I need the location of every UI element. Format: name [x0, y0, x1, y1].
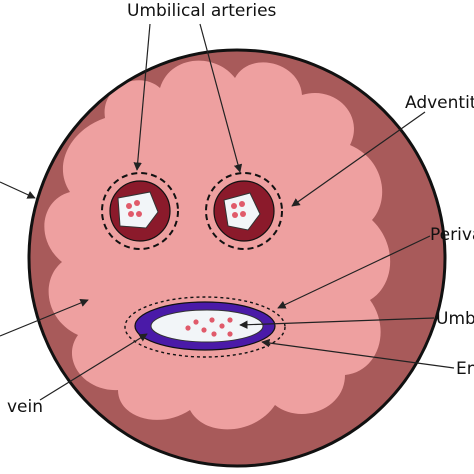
label-adventitia: Adventiti	[405, 93, 474, 113]
pointer-outer-layer	[0, 181, 36, 199]
label-vein: vein	[7, 397, 43, 417]
artery-lumen-left	[117, 191, 159, 229]
pointer-whartons-jelly	[0, 298, 89, 337]
blood-cell	[227, 331, 233, 337]
label-perivascular: Periva	[430, 225, 474, 245]
umbilical-artery-right	[205, 172, 283, 250]
perivascular-ring	[124, 296, 286, 358]
pointer-vein-lumen	[239, 317, 435, 329]
pointer-vein	[39, 333, 148, 401]
blood-cell	[227, 317, 233, 323]
blood-cell	[209, 317, 215, 323]
adventitia-ring-left	[101, 172, 179, 250]
whartons-jelly	[44, 60, 391, 430]
blood-cell	[239, 201, 245, 207]
umbilical-artery-left	[101, 172, 179, 250]
pointer-adventitia	[291, 111, 426, 207]
label-umbilical-arteries: Umbilical arteries	[127, 1, 277, 21]
blood-cell	[201, 327, 207, 333]
adventitia-ring-right	[205, 172, 283, 250]
umbilical-vein	[124, 296, 286, 358]
vein-lumen	[150, 309, 264, 343]
pointer-umbilical-artery-left	[133, 23, 151, 171]
blood-cell	[128, 211, 134, 217]
blood-cell	[232, 212, 238, 218]
blood-cell	[126, 203, 132, 209]
blood-cell	[231, 203, 237, 209]
blood-cell	[211, 331, 217, 337]
blood-cell	[193, 319, 199, 325]
pointer-umbilical-artery-right	[199, 23, 243, 173]
blood-cell	[185, 325, 191, 331]
blood-cell	[134, 200, 140, 206]
blood-cell	[240, 211, 246, 217]
pointer-endothelium	[261, 338, 455, 369]
blood-cell	[219, 323, 225, 329]
label-endothelium: En	[456, 359, 474, 379]
label-umbilical-vein-lumen: Umb	[436, 309, 474, 329]
cord-outline	[27, 48, 447, 468]
blood-cell	[136, 211, 142, 217]
pointer-perivascular	[277, 235, 431, 309]
